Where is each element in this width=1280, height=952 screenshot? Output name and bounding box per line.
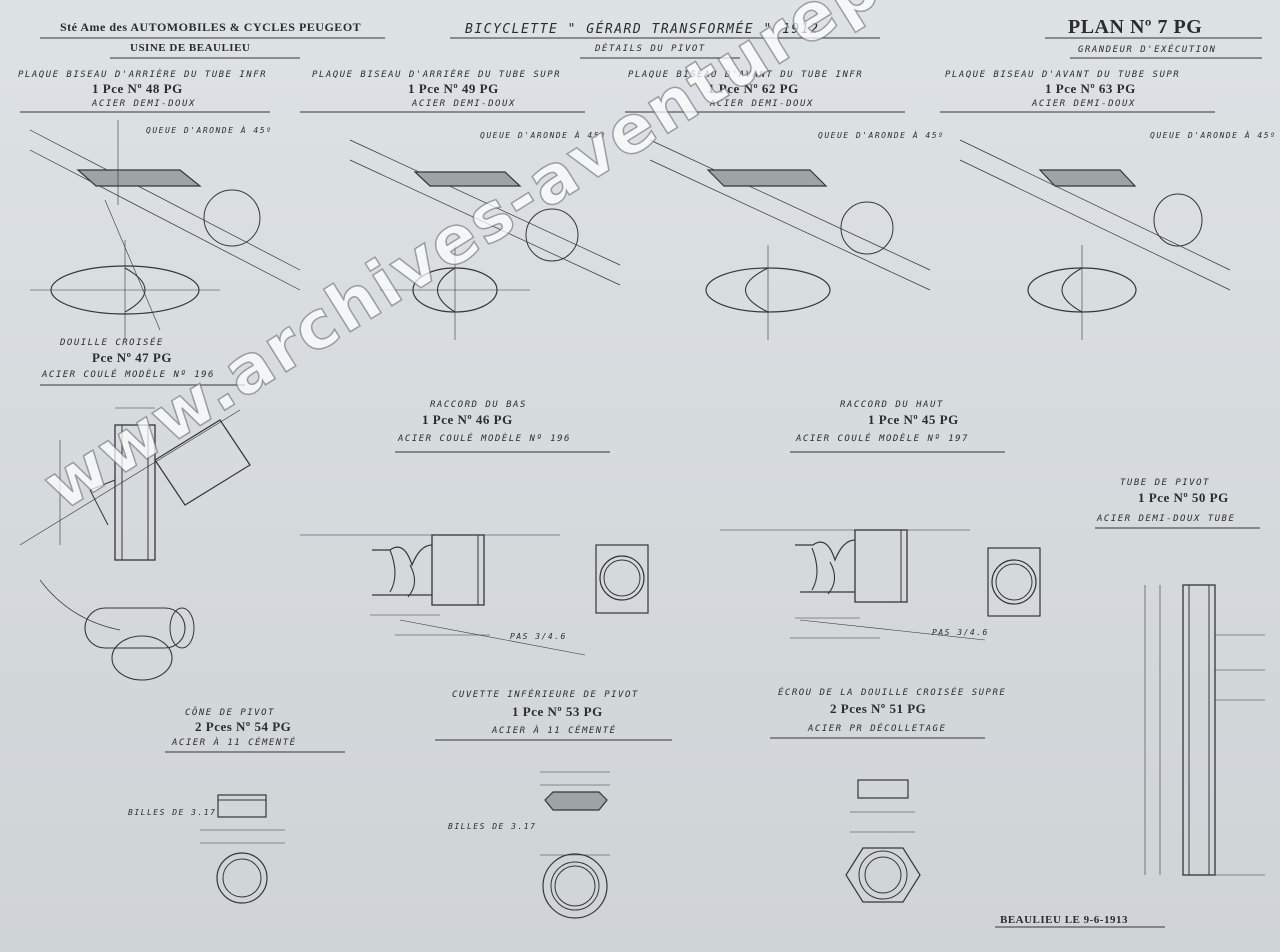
upper-lug-45-view — [720, 451, 1041, 641]
part-material: ACIER DEMI-DOUX TUBE — [1097, 514, 1236, 524]
part-material: ACIER À 11 CÉMENTÉ — [492, 726, 617, 736]
part-material: ACIER COULÉ MODÈLE Nº 197 — [796, 434, 969, 444]
steerer-tube-50-view — [1095, 527, 1265, 876]
drawing-date: BEAULIEU LE 9-6-1913 — [1000, 914, 1128, 926]
part-ref: Pce Nº 47 PG — [92, 350, 172, 365]
lower-lug-46-view — [300, 451, 649, 656]
pitch-note: PAS 3/4.6 — [510, 632, 567, 641]
part-name: PLAQUE BISEAU D'AVANT DU TUBE INFR — [628, 70, 864, 80]
part-ref: 2 Pces Nº 51 PG — [830, 701, 927, 716]
part-name: RACCORD DU BAS — [430, 400, 527, 410]
part-material: ACIER DEMI-DOUX — [92, 99, 196, 109]
part-ref: 2 Pces Nº 54 PG — [195, 719, 292, 734]
part-ref: 1 Pce Nº 62 PG — [708, 81, 799, 96]
plate-48-view — [20, 111, 301, 340]
part-name: RACCORD DU HAUT — [840, 400, 944, 410]
part-ref: 1 Pce Nº 49 PG — [408, 81, 499, 96]
factory-name: USINE DE BEAULIEU — [130, 42, 251, 54]
part-ref: 1 Pce Nº 50 PG — [1138, 490, 1229, 505]
part-name: PLAQUE BISEAU D'ARRIÈRE DU TUBE SUPR — [312, 70, 562, 80]
scale-note: GRANDEUR D'EXÉCUTION — [1078, 45, 1217, 55]
part-name: CUVETTE INFÉRIEURE DE PIVOT — [452, 690, 639, 700]
plate-63-view — [940, 111, 1231, 340]
part-material: ACIER COULÉ MODÈLE Nº 196 — [42, 370, 215, 380]
part-material: ACIER DEMI-DOUX — [1032, 99, 1136, 109]
part-material: ACIER PR DÉCOLLETAGE — [808, 724, 947, 734]
plate-49-view — [300, 111, 621, 340]
plate-62-view — [625, 111, 931, 340]
part-ref: 1 Pce Nº 48 PG — [92, 81, 183, 96]
drawing-subtitle: DÉTAILS DU PIVOT — [595, 44, 706, 54]
plan-number: PLAN Nº 7 PG — [1068, 16, 1203, 38]
balls-note: BILLES DE 3.17 — [448, 822, 537, 831]
dovetail-note: QUEUE D'ARONDE À 45º — [146, 126, 273, 135]
part-name: DOUILLE CROISÉE — [60, 338, 164, 348]
part-material: ACIER DEMI-DOUX — [710, 99, 814, 109]
dovetail-note: QUEUE D'ARONDE À 45º — [818, 131, 945, 140]
drawing-title: BICYCLETTE " GÉRARD TRANSFORMÉE " 1912 — [465, 22, 820, 37]
pitch-note: PAS 3/4.6 — [932, 628, 989, 637]
part-ref: 1 Pce Nº 63 PG — [1045, 81, 1136, 96]
lower-cup-53-view — [435, 739, 672, 919]
steering-cone-54-view — [165, 751, 345, 904]
company-name: Sté Ame des AUTOMOBILES & CYCLES PEUGEOT — [60, 20, 362, 34]
part-ref: 1 Pce Nº 45 PG — [868, 412, 959, 427]
crossed-sleeve-47-view — [19, 384, 251, 681]
part-material: ACIER DEMI-DOUX — [412, 99, 516, 109]
balls-note: BILLES DE 3.17 — [128, 808, 217, 817]
part-name: TUBE DE PIVOT — [1120, 478, 1210, 488]
part-material: ACIER COULÉ MODÈLE Nº 196 — [398, 434, 571, 444]
part-material: ACIER À 11 CÉMENTÉ — [172, 738, 297, 748]
dovetail-note: QUEUE D'ARONDE À 45º — [1150, 131, 1277, 140]
part-ref: 1 Pce Nº 53 PG — [512, 704, 603, 719]
part-name: ÉCROU DE LA DOUILLE CROISÉE SUPRE — [778, 688, 1007, 698]
crossed-sleeve-nut-51-view — [770, 737, 985, 903]
part-name: CÔNE DE PIVOT — [185, 708, 275, 718]
dovetail-note: QUEUE D'ARONDE À 45º — [480, 131, 607, 140]
part-name: PLAQUE BISEAU D'ARRIÈRE DU TUBE INFR — [18, 70, 268, 80]
part-ref: 1 Pce Nº 46 PG — [422, 412, 513, 427]
part-name: PLAQUE BISEAU D'AVANT DU TUBE SUPR — [945, 70, 1181, 80]
